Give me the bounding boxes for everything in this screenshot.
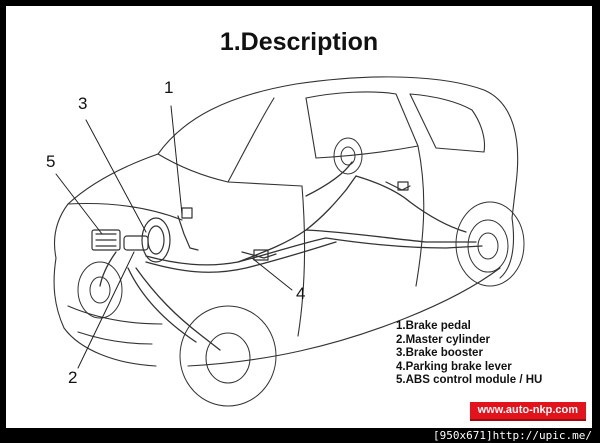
- abs-module-shape: [91, 229, 121, 251]
- diagram-title: 1.Description: [219, 28, 379, 56]
- callout-4: 4: [296, 284, 306, 303]
- site-watermark: www.auto-nkp.com: [469, 402, 586, 421]
- car-body-outline: [53, 76, 519, 367]
- car-brake-system-illustration: [53, 76, 525, 407]
- callout-leaders: [55, 105, 293, 369]
- legend-item: 1.Brake pedal: [396, 320, 471, 332]
- legend-item: 5.ABS control module / HU: [396, 374, 543, 386]
- callout-2: 2: [68, 368, 78, 387]
- legend-item: 2.Master cylinder: [396, 333, 490, 346]
- rear-left-drum: [333, 137, 363, 175]
- rear-right-wheel: [455, 201, 525, 287]
- callout-1: 1: [164, 78, 174, 97]
- leader-1: [170, 105, 183, 215]
- legend-item: 4.Parking brake lever: [396, 360, 512, 373]
- front-right-wheel: [179, 305, 277, 407]
- callout-3: 3: [78, 94, 88, 113]
- master-cylinder-shape: [123, 235, 149, 251]
- leader-3: [85, 119, 147, 233]
- leader-5: [55, 173, 103, 235]
- diagram-frame: 1.Description: [6, 6, 592, 428]
- brake-lines: [99, 161, 483, 351]
- component-legend: 1.Brake pedal 2.Master cylinder 3.Brake …: [396, 320, 542, 388]
- brake-pedal-shape: [177, 215, 199, 251]
- leader-2: [77, 251, 135, 369]
- brake-components: [91, 181, 411, 263]
- wheels: [77, 137, 525, 407]
- image-source-caption: [950x671]http://upic.me/: [429, 428, 596, 443]
- parking-brake-lever-shape: [241, 251, 277, 259]
- leader-4: [251, 257, 293, 291]
- callout-5: 5: [46, 152, 56, 171]
- front-left-wheel: [77, 261, 123, 319]
- brake-booster-shape: [141, 217, 171, 263]
- legend-item: 3.Brake booster: [396, 347, 483, 359]
